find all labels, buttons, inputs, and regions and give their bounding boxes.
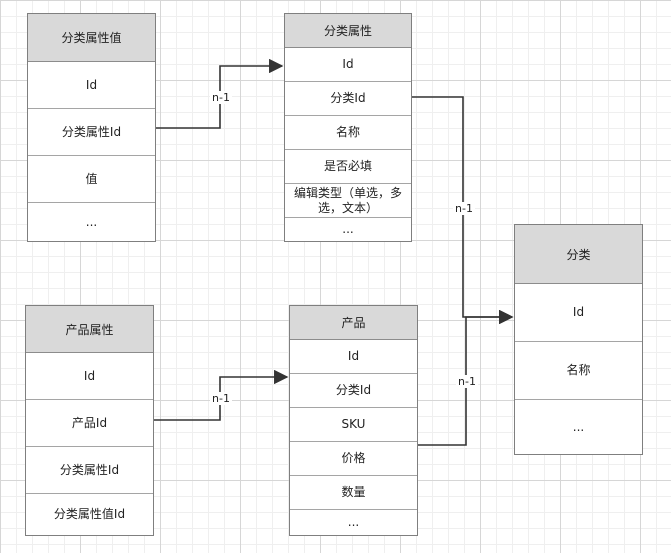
entity-header: 产品属性 <box>26 306 153 353</box>
entity-product-attribute[interactable]: 产品属性 Id 产品Id 分类属性Id 分类属性值Id <box>25 305 154 536</box>
field-label: ... <box>347 515 360 529</box>
field-row-price: 价格 <box>290 442 417 476</box>
entity-category-attribute[interactable]: 分类属性 Id 分类Id 名称 是否必填 编辑类型（单选，多选，文本） ... <box>284 13 412 242</box>
relation-label: n-1 <box>453 202 475 215</box>
relation-label: n-1 <box>210 392 232 405</box>
entity-title: 产品属性 <box>65 322 114 337</box>
entity-title: 分类属性值 <box>61 31 122 45</box>
field-row-required: 是否必填 <box>285 150 411 184</box>
field-label: Id <box>85 77 98 92</box>
field-row-category-id: 分类Id <box>290 374 417 408</box>
field-row-name: 名称 <box>285 116 411 150</box>
field-row-id: Id <box>285 48 411 82</box>
entity-title: 分类属性 <box>323 24 372 38</box>
field-label: 名称 <box>335 125 360 139</box>
field-row-id: Id <box>515 284 642 342</box>
field-label: 产品Id <box>71 415 108 430</box>
field-row-more: ... <box>290 510 417 535</box>
field-row-category-attribute-id: 分类属性Id <box>28 109 155 156</box>
field-label: ... <box>572 419 585 434</box>
field-row-more: ... <box>285 218 411 241</box>
entity-header: 分类属性 <box>285 14 411 48</box>
field-row-quantity: 数量 <box>290 476 417 510</box>
field-label: 分类属性Id <box>61 124 122 139</box>
field-row-id: Id <box>28 62 155 109</box>
field-row-id: Id <box>26 353 153 400</box>
field-row-more: ... <box>515 400 642 454</box>
field-label: SKU <box>341 417 366 431</box>
entity-header: 分类属性值 <box>28 14 155 62</box>
field-label: 是否必填 <box>323 159 372 173</box>
entity-header: 产品 <box>290 306 417 340</box>
field-row-more: ... <box>28 203 155 241</box>
field-label: 值 <box>85 171 98 186</box>
field-row-category-id: 分类Id <box>285 82 411 116</box>
field-row-edit-type: 编辑类型（单选，多选，文本） <box>285 184 411 218</box>
field-row-sku: SKU <box>290 408 417 442</box>
field-row-value: 值 <box>28 156 155 203</box>
field-row-category-attribute-value-id: 分类属性值Id <box>26 494 153 535</box>
field-label: Id <box>347 349 360 363</box>
field-label: 分类属性值Id <box>53 507 126 521</box>
field-label: 分类Id <box>330 91 366 105</box>
relation-label: n-1 <box>210 91 232 104</box>
field-label: 分类属性Id <box>59 462 120 477</box>
field-label: ... <box>85 214 98 229</box>
entity-product[interactable]: 产品 Id 分类Id SKU 价格 数量 ... <box>289 305 418 536</box>
entity-header: 分类 <box>515 225 642 284</box>
field-row-id: Id <box>290 340 417 374</box>
relation-label: n-1 <box>456 375 478 388</box>
field-label: Id <box>342 57 354 71</box>
field-label: 价格 <box>341 451 366 465</box>
field-row-category-attribute-id: 分类属性Id <box>26 447 153 494</box>
field-label: Id <box>83 368 96 383</box>
field-label: ... <box>342 222 354 236</box>
field-row-name: 名称 <box>515 342 642 400</box>
field-label: 数量 <box>341 485 366 499</box>
entity-category[interactable]: 分类 Id 名称 ... <box>514 224 643 455</box>
field-label: 分类Id <box>335 383 372 397</box>
entity-title: 产品 <box>341 316 366 330</box>
entity-category-attribute-value[interactable]: 分类属性值 Id 分类属性Id 值 ... <box>27 13 156 242</box>
field-label: 编辑类型（单选，多选，文本） <box>293 185 402 215</box>
field-row-product-id: 产品Id <box>26 400 153 447</box>
field-label: 名称 <box>566 363 591 377</box>
entity-title: 分类 <box>566 247 591 262</box>
field-label: Id <box>572 305 585 319</box>
